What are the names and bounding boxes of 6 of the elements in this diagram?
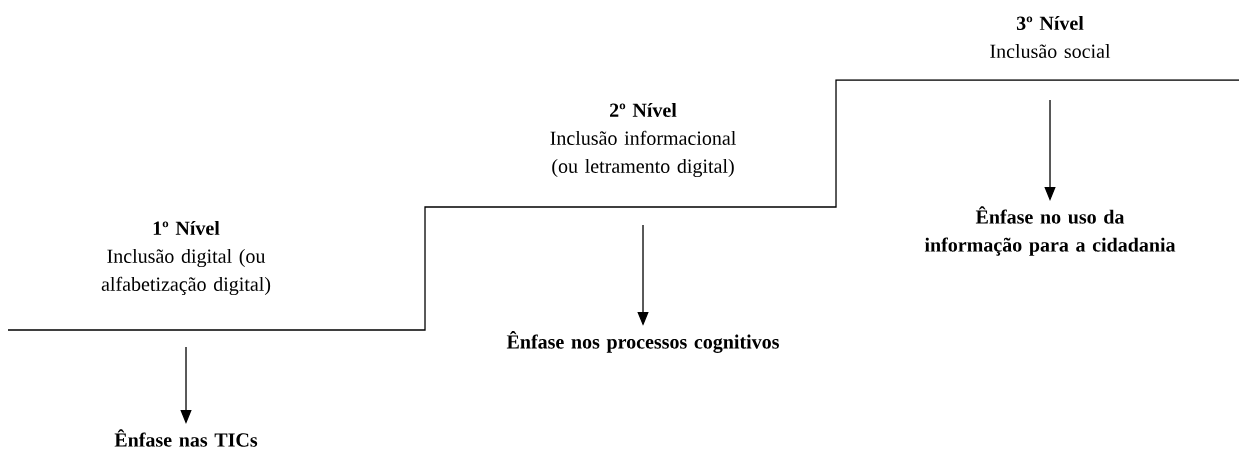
emphasis-label: Ênfase nos processos cognitivos: [506, 331, 779, 353]
level-label: 2º Nível Inclusão informacional (ou letramento digital): [550, 102, 736, 178]
emphasis-label: Ênfase nas TICs: [114, 429, 258, 447]
level-label: 3º Nível Inclusão social: [990, 15, 1111, 59]
emphasis-label: Ênfase no uso da informação para a cidadania: [924, 206, 1176, 256]
level-label: 1º Nível Inclusão digital (ou alfabetização digital): [101, 220, 271, 296]
